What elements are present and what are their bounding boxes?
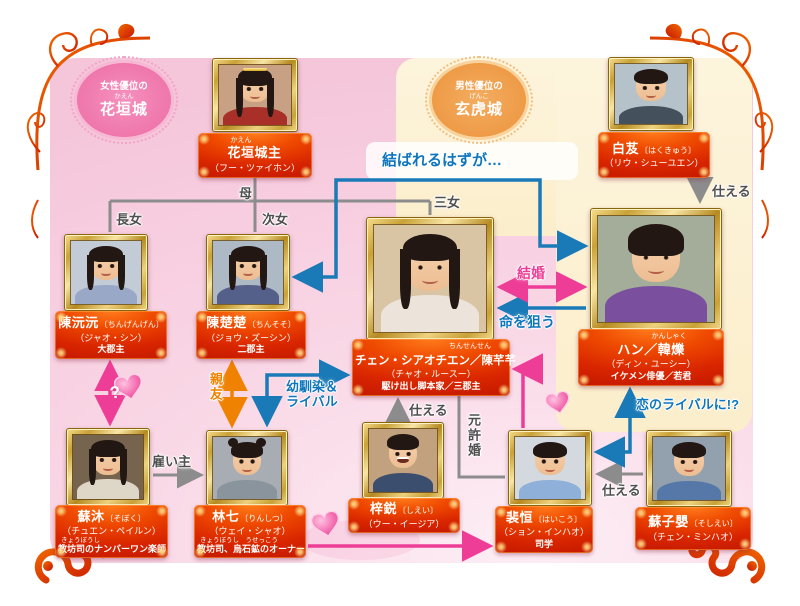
ornate-border (26, 22, 774, 586)
actor-name: （チュエン・ペイルン） (62, 525, 161, 536)
portrait-baiji (614, 63, 688, 125)
person-role: 二郡主 (237, 344, 265, 355)
nameplate-pei-heng: 裴恒〔はいこう〕 （ション・インハオ） 司学 (495, 506, 593, 553)
nameplate-su-ziying: 蘇子嬰〔そしえい〕 （チェン・ミンハオ） (635, 507, 751, 550)
portrait-frame-lin-qi (206, 430, 288, 506)
badge-ruby: かえん (114, 93, 134, 101)
label-love-rival: 恋のライバルに!? (636, 397, 740, 412)
label-serve-ziying: 仕える (602, 483, 641, 498)
person-role: 教坊司、烏石鉱のオーナー (197, 544, 306, 555)
portrait-frame-su-mu (66, 428, 150, 506)
pink-arrows (94, 271, 588, 562)
person-name: チェン・シアオチエン／陳芊芊 (355, 354, 516, 367)
portrait-frame-han-shuo (590, 208, 722, 330)
family-tree-lines (108, 178, 432, 232)
actor-name: （フー・ツァイホン） (209, 162, 300, 173)
actor-name: （ション・インハオ） (498, 527, 589, 538)
person-name: 裴恒〔はいこう〕 (505, 509, 582, 525)
person-name: 林七〔りんしつ〕 (212, 508, 288, 524)
nameplate-han-shuo: かんしゃく ハン／韓爍 （ディン・ユーシー） イケメン俳優／若君 (578, 329, 724, 386)
label-employer: 雇い主 (152, 454, 192, 469)
label-marriage: 結婚 (517, 265, 545, 281)
nameplate-lin-qi: 林七〔りんしつ〕 （ウェイ・シャオ） きょうぼうし うせっこう 教坊司、烏石鉱の… (194, 505, 306, 558)
portrait-frame-chen-chuchu (206, 234, 290, 311)
actor-name: （ジョウ・ズーシン） (206, 332, 296, 343)
badge-line1: 女性優位の (100, 81, 148, 93)
portrait-frame-su-ziying (646, 430, 732, 507)
nameplate-chen-chuchu: 陳楚楚〔ちんそそ〕 （ジョウ・ズーシン） 二郡主 (196, 311, 306, 359)
person-name: ハン／韓爍 (617, 341, 685, 357)
label-betrothed: 結ばれるはずが… (382, 152, 503, 169)
person-name: 梓鋭〔しえい〕 (369, 501, 438, 517)
actor-name: （ジャオ・シン） (75, 332, 147, 343)
portrait-chen-chuchu (212, 240, 284, 305)
person-name: 白芨〔はくきゅう〕 (611, 140, 696, 156)
person-name: 陳楚楚〔ちんそそ〕 (206, 315, 296, 331)
region-badge-xuanhu: 男性優位の げんこ 玄虎城 (425, 56, 533, 144)
portrait-lin-qi (212, 436, 282, 500)
portrait-han-shuo (597, 215, 715, 323)
badge-line1: 男性優位の (455, 81, 503, 93)
actor-name: （チェン・ミンハオ） (647, 531, 738, 542)
portrait-su-mu (72, 434, 144, 500)
role-ruby: きょうぼうし うせっこう (200, 536, 278, 544)
label-second-daughter: 次女 (262, 212, 289, 227)
portrait-pei-heng (514, 436, 586, 500)
name-ruby: ちんせんせん (449, 342, 491, 350)
label-best-friend: 親友 (208, 372, 223, 402)
actor-name: （ディン・ユーシー） (606, 359, 696, 370)
actor-name: （ウェイ・シャオ） (209, 525, 291, 536)
portrait-frame-huayuan-lord (212, 58, 298, 132)
portrait-zi-rui (368, 428, 438, 493)
nameplate-su-mu: 蘇沐〔そぼく〕 （チュエン・ペイルン） きょうぼうし 教坊司のナンバーワン楽師 (55, 505, 168, 558)
label-serve-baiji: 仕える (712, 184, 751, 199)
person-role: 大郡主 (97, 344, 125, 355)
person-name: 蘇沐〔そぼく〕 (77, 508, 146, 524)
name-ruby: かんしゃく (651, 332, 687, 340)
label-eldest-daughter: 長女 (116, 212, 143, 227)
person-role: 司学 (534, 538, 553, 549)
label-childhood-rival-2: ライバル (286, 394, 338, 409)
person-name: 陳沅沅〔ちんげんげん〕 (58, 315, 164, 331)
name-ruby: かえん (230, 136, 252, 144)
person-role: イケメン俳優／若君 (610, 370, 692, 381)
nameplate-chen-yuanyuan: 陳沅沅〔ちんげんげん〕 （ジャオ・シン） 大郡主 (55, 311, 167, 359)
label-ex-fiance: 元許婚 (466, 413, 481, 458)
blue-arrows (251, 178, 646, 468)
heart-icon-linqi (311, 511, 340, 538)
portrait-su-ziying (652, 436, 726, 501)
person-name: 蘇子嬰〔そしえい〕 (648, 514, 738, 530)
portrait-chen-yuanyuan (70, 240, 142, 305)
person-role: 教坊司のナンバーワン楽師 (58, 544, 167, 555)
actor-name: （リウ・シューユエン） (604, 158, 704, 169)
portrait-frame-baiji (608, 57, 694, 131)
actor-name: （ウー・イージア） (363, 518, 445, 529)
portrait-chen-qianqian (373, 224, 487, 333)
nameplate-chen-qianqian: ちんせんせん チェン・シアオチエン／陳芊芊 （チャオ・ルースー） 駆け出し脚本家… (352, 339, 516, 396)
person-name: 花垣城主 (227, 145, 282, 161)
badge-name: 玄虎城 (454, 100, 503, 118)
portrait-huayuan-lord (218, 64, 292, 126)
badge-ruby: げんこ (469, 93, 489, 101)
label-serve-zirui: 仕える (409, 403, 448, 418)
portrait-frame-zi-rui (362, 422, 444, 499)
badge-name: 花垣城 (99, 100, 148, 118)
portrait-frame-pei-heng (508, 430, 592, 506)
label-third-daughter: 三女 (434, 195, 461, 210)
role-ruby: きょうぼうし (61, 536, 100, 544)
portrait-frame-chen-qianqian (366, 217, 494, 340)
nameplate-baiji: 白芨〔はくきゅう〕 （リウ・シューユエン） (598, 132, 710, 178)
label-target-life: 命を狙う (499, 314, 555, 330)
gray-arrows (153, 177, 714, 489)
betrothed-highlight (366, 142, 578, 180)
actor-name: （チャオ・ルースー） (386, 369, 476, 380)
label-mother: 母 (239, 186, 253, 201)
region-badge-huayuan: 女性優位の かえん 花垣城 (70, 56, 178, 144)
nameplate-huayuan-lord: かえん 花垣城主 （フー・ツァイホン） (198, 133, 312, 178)
heart-icon-peiheng (545, 391, 570, 415)
nameplate-zi-rui: 梓鋭〔しえい〕 （ウー・イージア） (348, 498, 460, 533)
portrait-frame-chen-yuanyuan (64, 234, 148, 311)
person-role: 駆け出し脚本家／三郡主 (381, 380, 481, 391)
